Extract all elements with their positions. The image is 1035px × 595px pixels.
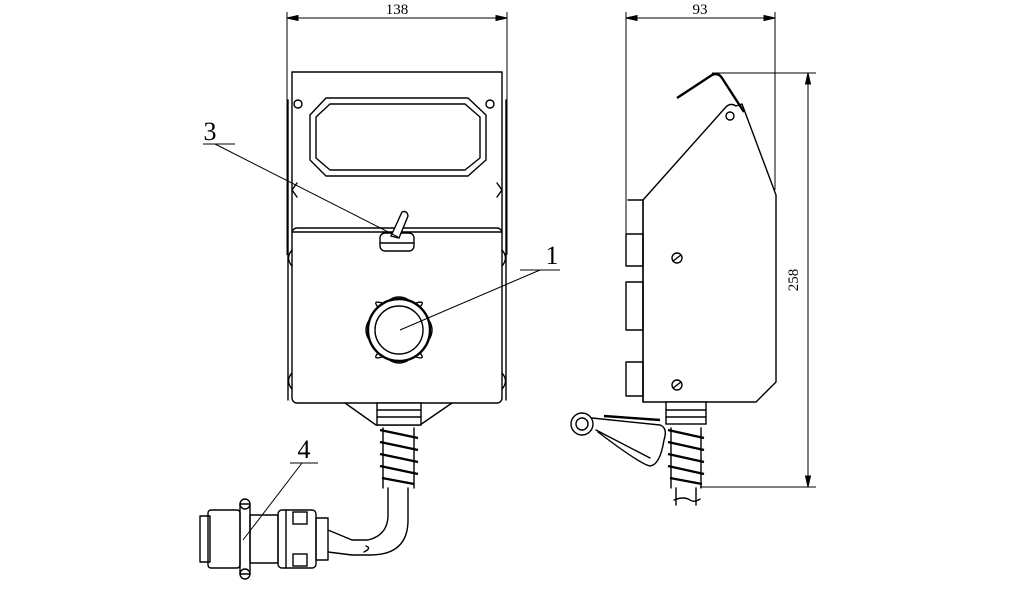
hanging-hook — [676, 72, 746, 113]
mount-hole-icon — [485, 99, 495, 109]
dimension-label-258: 258 — [786, 269, 802, 292]
mount-hole-icon — [725, 111, 735, 121]
dimension-label-138: 138 — [386, 2, 409, 18]
mount-hole-icon — [293, 99, 303, 109]
dimension-height: 258 — [700, 72, 816, 488]
side-cable-gland — [665, 401, 707, 506]
side-housing — [642, 103, 777, 403]
screw-icon — [671, 252, 683, 264]
callout-leader-1: 1 — [399, 241, 560, 331]
dimension-front-width: 138 — [286, 2, 508, 255]
callout-label-3: 3 — [204, 117, 217, 146]
connector-icon — [199, 498, 353, 580]
side-view: 93 258 — [570, 2, 816, 506]
carabiner-clip-icon — [570, 412, 667, 467]
front-lower-box — [291, 227, 503, 404]
screw-icon — [671, 379, 683, 391]
dimension-label-93: 93 — [693, 2, 708, 18]
front-upper-panel — [291, 71, 503, 233]
front-view: 138 — [199, 2, 560, 580]
callout-label-1: 1 — [546, 241, 559, 270]
cable-gland — [344, 402, 453, 489]
toggle-switch-icon — [379, 210, 415, 252]
callout-leader-3: 3 — [203, 117, 399, 238]
knob-icon — [365, 296, 433, 364]
callout-label-4: 4 — [298, 435, 311, 464]
display-window — [309, 97, 487, 177]
callout-leader-4: 4 — [242, 435, 318, 541]
dimension-side-width: 93 — [625, 2, 776, 260]
cable — [351, 487, 409, 556]
